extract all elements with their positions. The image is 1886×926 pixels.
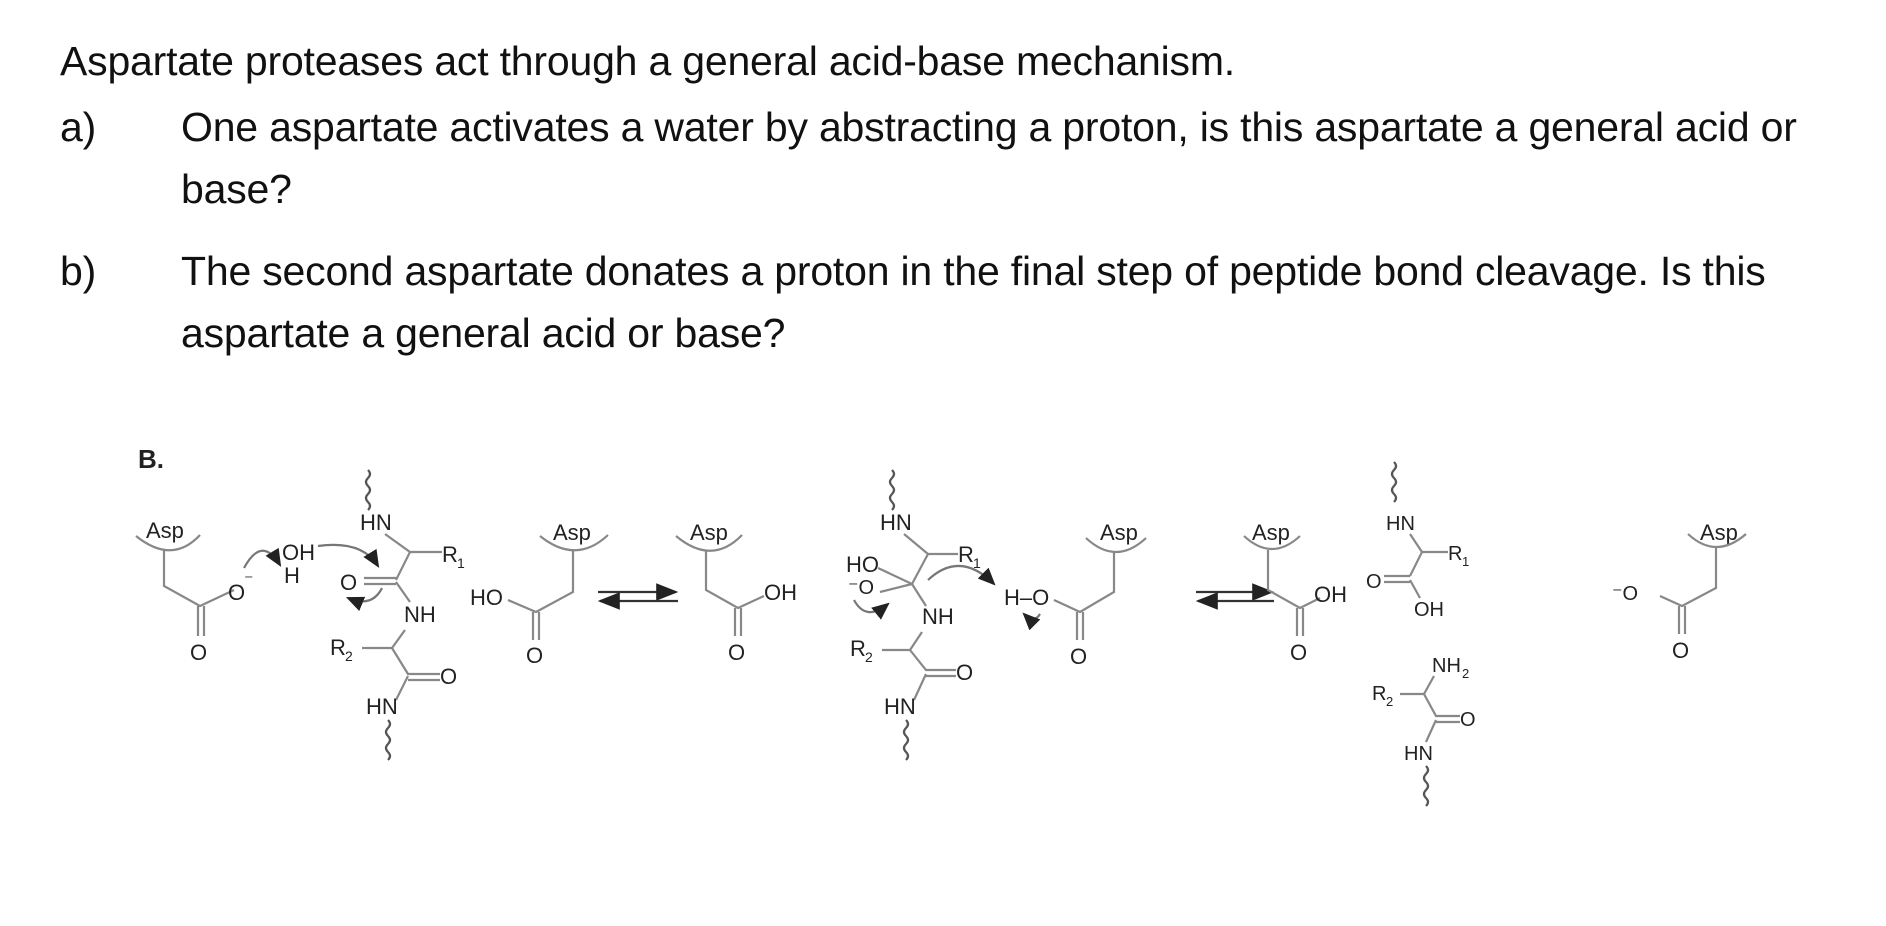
asp-residue-5: Asp OH O (1243, 520, 1347, 665)
svg-text:R: R (442, 542, 458, 567)
svg-text:R: R (1448, 543, 1462, 565)
svg-text:O: O (228, 580, 245, 605)
asp-residue-3: Asp OH O (675, 520, 797, 665)
svg-text:HN: HN (360, 510, 392, 535)
svg-text:1: 1 (1462, 554, 1469, 569)
asp-residue-4: Asp H–O O (1004, 520, 1147, 669)
svg-text:O: O (440, 664, 457, 689)
svg-text:O: O (728, 640, 745, 665)
svg-text:HO: HO (470, 585, 503, 610)
svg-text:O: O (956, 660, 973, 685)
svg-text:O: O (190, 640, 207, 665)
svg-text:R: R (330, 635, 346, 660)
svg-text:HO: HO (846, 552, 879, 577)
svg-text:NH: NH (1432, 655, 1461, 677)
panel-label: B. (138, 444, 164, 474)
svg-text:OH: OH (1414, 599, 1444, 621)
asp-residue-2: Asp HO O (470, 520, 609, 668)
asp-label: Asp (690, 520, 728, 545)
svg-text:2: 2 (865, 649, 873, 665)
svg-text:2: 2 (1386, 694, 1393, 709)
part-a-label: a) (60, 104, 97, 150)
svg-text:⁻O: ⁻O (848, 577, 874, 599)
svg-text:R: R (958, 542, 974, 567)
svg-text:HN: HN (880, 510, 912, 535)
svg-text:⁻: ⁻ (244, 570, 254, 590)
asp-residue-6: Asp ⁻O O (1612, 520, 1747, 663)
svg-text:R: R (1372, 683, 1386, 705)
equilibrium-arrow-2 (1195, 583, 1275, 610)
asp-residue-1: Asp O ⁻ O (135, 518, 254, 665)
svg-text:NH: NH (404, 602, 436, 627)
svg-text:H: H (284, 563, 300, 588)
asp-label: Asp (553, 520, 591, 545)
svg-text:O: O (340, 570, 357, 595)
part-a-text: One aspartate activates a water by abstr… (181, 104, 1797, 212)
svg-text:2: 2 (1462, 666, 1469, 681)
equilibrium-arrow-1 (597, 583, 679, 610)
svg-text:O: O (1070, 644, 1087, 669)
svg-text:O: O (1366, 571, 1382, 593)
water-molecule: OH H (243, 540, 380, 588)
svg-text:1: 1 (973, 555, 981, 571)
svg-text:R: R (850, 636, 866, 661)
asp-label: Asp (1252, 520, 1290, 545)
svg-text:HN: HN (1386, 513, 1415, 535)
svg-text:⁻O: ⁻O (1612, 583, 1638, 605)
svg-text:HN: HN (884, 694, 916, 719)
svg-text:NH: NH (922, 604, 954, 629)
svg-text:OH: OH (282, 540, 315, 565)
svg-text:1: 1 (457, 555, 465, 571)
svg-text:OH: OH (1314, 582, 1347, 607)
svg-text:HN: HN (1404, 743, 1433, 765)
svg-text:OH: OH (764, 580, 797, 605)
svg-text:O: O (1672, 638, 1689, 663)
question-intro: Aspartate proteases act through a genera… (60, 38, 1235, 84)
svg-text:2: 2 (345, 648, 353, 664)
svg-text:O: O (1460, 709, 1476, 731)
svg-text:H–O: H–O (1004, 585, 1049, 610)
part-b-label: b) (60, 248, 97, 294)
svg-text:O: O (1290, 640, 1307, 665)
svg-text:O: O (526, 643, 543, 668)
svg-text:HN: HN (366, 694, 398, 719)
part-b-text: The second aspartate donates a proton in… (181, 248, 1766, 356)
asp-label: Asp (1700, 520, 1738, 545)
asp-label: Asp (146, 518, 184, 543)
asp-label: Asp (1100, 520, 1138, 545)
